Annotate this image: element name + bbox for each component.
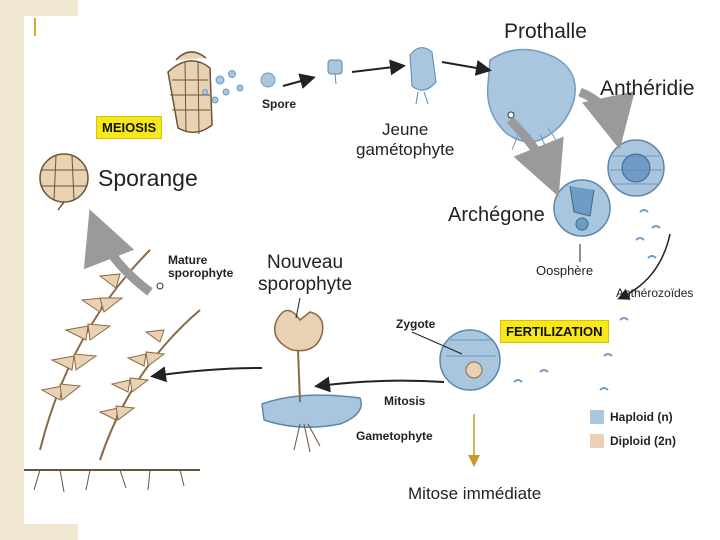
sporangium-open-illustration xyxy=(167,51,213,135)
arrow-spore-to-germination xyxy=(282,73,316,89)
grey-arrow-to-sporangium xyxy=(83,209,153,296)
legend-diploid-label: Diploid (2n) xyxy=(610,434,676,448)
arrow-to-prothallus xyxy=(441,60,492,76)
pointer-zygote xyxy=(411,331,463,355)
label-prothalle: Prothalle xyxy=(504,20,587,43)
sporangium-illustration xyxy=(39,153,89,211)
badge-meiosis: MEIOSIS xyxy=(96,116,163,139)
label-mature-sporophyte: Mature sporophyte xyxy=(168,253,234,280)
mature-sporophyte-illustration xyxy=(24,249,201,493)
zygote-illustration xyxy=(439,329,501,391)
label-archegone: Archégone xyxy=(448,204,545,226)
label-spore: Spore xyxy=(262,97,297,111)
decorative-top-strip xyxy=(0,0,78,16)
label-oosphere: Oosphère xyxy=(536,263,594,278)
antheridium-illustration xyxy=(607,139,665,197)
antherozoids-illustration xyxy=(513,209,661,391)
badge-fertilization: FERTILIZATION xyxy=(500,320,609,343)
label-antherozoides: Anthérozoïdes xyxy=(616,286,694,300)
decorative-bottom-strip xyxy=(0,524,78,540)
legend-haploid-label: Haploid (n) xyxy=(610,410,673,424)
swatch-diploid xyxy=(590,434,604,448)
pointer-nouveau-sporophyte xyxy=(295,297,301,319)
decorative-accent-line xyxy=(34,18,36,36)
label-sporange: Sporange xyxy=(98,165,198,191)
swatch-haploid xyxy=(590,410,604,424)
arrow-to-fertilization xyxy=(617,233,671,300)
label-antheridie: Anthéridie xyxy=(600,77,695,100)
gametophyte-with-sporophyte-illustration xyxy=(261,309,362,453)
grey-arrow-to-antheridium xyxy=(578,87,635,150)
pointer-mature-sporophyte xyxy=(156,282,164,290)
label-zygote: Zygote xyxy=(396,317,436,331)
young-gametophyte-illustration xyxy=(409,47,437,105)
label-gametophyte: Gametophyte xyxy=(356,429,433,443)
label-mitose-immediate: Mitose immédiate xyxy=(408,484,542,503)
grey-arrow-to-archegonium xyxy=(506,116,564,197)
released-spores-illustration xyxy=(202,70,276,104)
legend-diploid: Diploid (2n) xyxy=(590,434,676,448)
arrow-germination-to-young-gametophyte xyxy=(351,59,406,76)
label-jeune-gametophyte: Jeune gamétophyte xyxy=(356,120,455,159)
archegonium-illustration xyxy=(553,179,611,237)
legend-haploid: Haploid (n) xyxy=(590,410,673,424)
decorative-left-strip xyxy=(0,0,24,540)
label-mitosis: Mitosis xyxy=(384,394,426,408)
germinating-spore-illustration xyxy=(327,59,343,85)
arrow-to-mature-sporophyte xyxy=(150,366,263,383)
label-nouveau-sporophyte: Nouveau sporophyte xyxy=(258,252,353,295)
arrow-zygote-to-sporophyte xyxy=(314,376,445,393)
